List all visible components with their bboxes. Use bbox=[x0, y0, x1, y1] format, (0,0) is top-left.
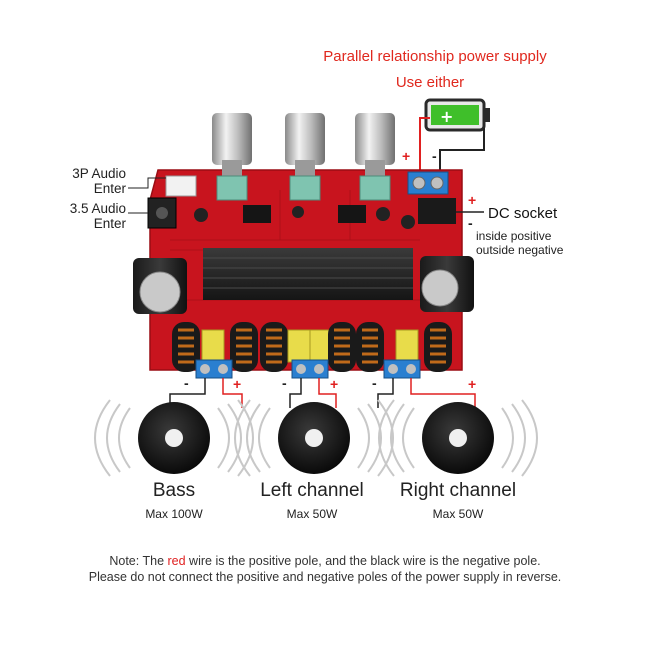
volume-knob[interactable] bbox=[212, 113, 252, 176]
bass-minus: - bbox=[184, 375, 189, 391]
inductor bbox=[356, 322, 384, 372]
capacitor-left bbox=[133, 258, 187, 314]
power-terminal[interactable] bbox=[407, 171, 449, 195]
psu-minus: - bbox=[432, 148, 437, 164]
left-terminal[interactable] bbox=[291, 359, 329, 379]
battery-icon: + bbox=[424, 98, 490, 132]
right-plus: + bbox=[468, 376, 477, 392]
bass-speaker-icon bbox=[94, 399, 254, 477]
film-capacitor bbox=[395, 329, 419, 363]
capacitor-right bbox=[420, 256, 474, 312]
right-speaker-icon bbox=[378, 399, 538, 477]
left-speaker-icon bbox=[234, 399, 394, 477]
note-line1: Note: The red wire is the positive pole,… bbox=[0, 554, 650, 568]
right-minus: - bbox=[372, 375, 377, 391]
film-capacitor bbox=[201, 329, 225, 363]
heatsink bbox=[203, 248, 413, 300]
label-3p-audio: 3P Audio Enter bbox=[50, 166, 126, 196]
dc-minus: - bbox=[468, 215, 473, 231]
psu-plus: + bbox=[402, 148, 411, 164]
right-terminal[interactable] bbox=[383, 359, 421, 379]
power-supply-title: Parallel relationship power supply bbox=[323, 48, 547, 65]
op-amp-chip bbox=[338, 205, 366, 223]
label-3p-line1: 3P Audio bbox=[72, 166, 126, 181]
left-plus: + bbox=[330, 376, 339, 392]
inductor bbox=[230, 322, 258, 372]
dc-polarity-note: inside positive outside negative bbox=[476, 229, 563, 257]
left-speaker-max: Max 50W bbox=[286, 507, 338, 521]
dc-socket-label: DC socket bbox=[488, 205, 558, 222]
bass-speaker-name: Bass bbox=[152, 480, 196, 501]
dc-note-line2: outside negative bbox=[476, 243, 564, 257]
inductor bbox=[172, 322, 200, 372]
dc-plus: + bbox=[468, 192, 477, 208]
potentiometer bbox=[359, 175, 391, 201]
right-speaker-max: Max 50W bbox=[432, 507, 484, 521]
note-rest: wire is the positive pole, and the black… bbox=[185, 554, 541, 568]
inductor bbox=[328, 322, 356, 372]
dc-note-line1: inside positive bbox=[476, 229, 552, 243]
label-35-line1: 3.5 Audio bbox=[69, 201, 126, 216]
bass-speaker-max: Max 100W bbox=[145, 507, 203, 521]
potentiometer bbox=[216, 175, 248, 201]
right-speaker-name: Right channel bbox=[399, 480, 517, 501]
potentiometer bbox=[289, 175, 321, 201]
label-35-audio: 3.5 Audio Enter bbox=[50, 201, 126, 231]
inductor bbox=[260, 322, 288, 372]
treble-knob[interactable] bbox=[285, 113, 325, 176]
bass-knob[interactable] bbox=[355, 113, 395, 176]
inductor bbox=[424, 322, 452, 372]
label-35-line2: Enter bbox=[93, 216, 126, 231]
left-minus: - bbox=[282, 375, 287, 391]
label-3p-line2: Enter bbox=[93, 181, 126, 196]
note-prefix: Note: The bbox=[109, 554, 168, 568]
bass-plus: + bbox=[233, 376, 242, 392]
svg-text:+: + bbox=[440, 107, 453, 126]
film-capacitor bbox=[287, 329, 311, 363]
note-line2: Please do not connect the positive and n… bbox=[88, 570, 562, 584]
op-amp-chip bbox=[243, 205, 271, 223]
dc-socket[interactable] bbox=[418, 198, 456, 224]
bass-terminal[interactable] bbox=[195, 359, 233, 379]
power-supply-subtitle: Use either bbox=[395, 74, 465, 91]
left-speaker-name: Left channel bbox=[260, 480, 364, 501]
note-red-word: red bbox=[167, 554, 186, 568]
3p-audio-connector[interactable] bbox=[165, 175, 197, 197]
